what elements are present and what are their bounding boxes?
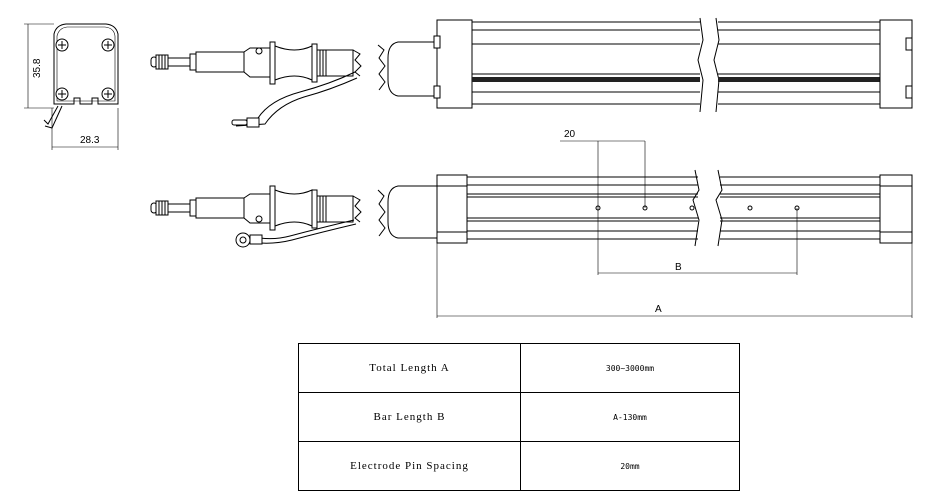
screw-icon [55,38,69,52]
spec-label: Electrode Pin Spacing [298,441,521,491]
spec-label: Total Length A [298,343,521,393]
ion-bar-top-view [377,17,913,113]
spec-value: 20mm [520,441,740,491]
spec-table: Total Length A 300~3000mm Bar Length B A… [298,343,740,491]
screw-icon [101,87,115,101]
screw-icon [101,38,115,52]
pin-spacing-dimension: 20 [560,129,646,208]
connector-with-pin-terminal [150,41,362,128]
pin-spacing-label: 20 [564,129,576,140]
electrode-pin-icon [747,205,753,211]
total-length-dimension: A [436,243,913,318]
screw-icon [55,87,69,101]
ion-bar-front-view [377,169,913,247]
spec-value: 300~3000mm [520,343,740,393]
height-label: 35.8 [32,58,43,78]
total-length-label: A [655,304,662,315]
connector-with-ring-terminal [150,185,362,248]
height-dimension: 35.8 [24,23,54,109]
width-label: 28.3 [80,135,100,146]
bar-length-dimension: B [597,208,798,275]
width-dimension: 28.3 [51,108,119,150]
end-view-profile [43,23,119,129]
electrode-pin-icon [689,205,695,211]
table-row: Total Length A 300~3000mm [298,343,740,393]
table-row: Electrode Pin Spacing 20mm [298,441,740,491]
spec-value: A-130mm [520,392,740,442]
bar-length-label: B [675,262,682,273]
table-row: Bar Length B A-130mm [298,392,740,442]
spec-label: Bar Length B [298,392,521,442]
